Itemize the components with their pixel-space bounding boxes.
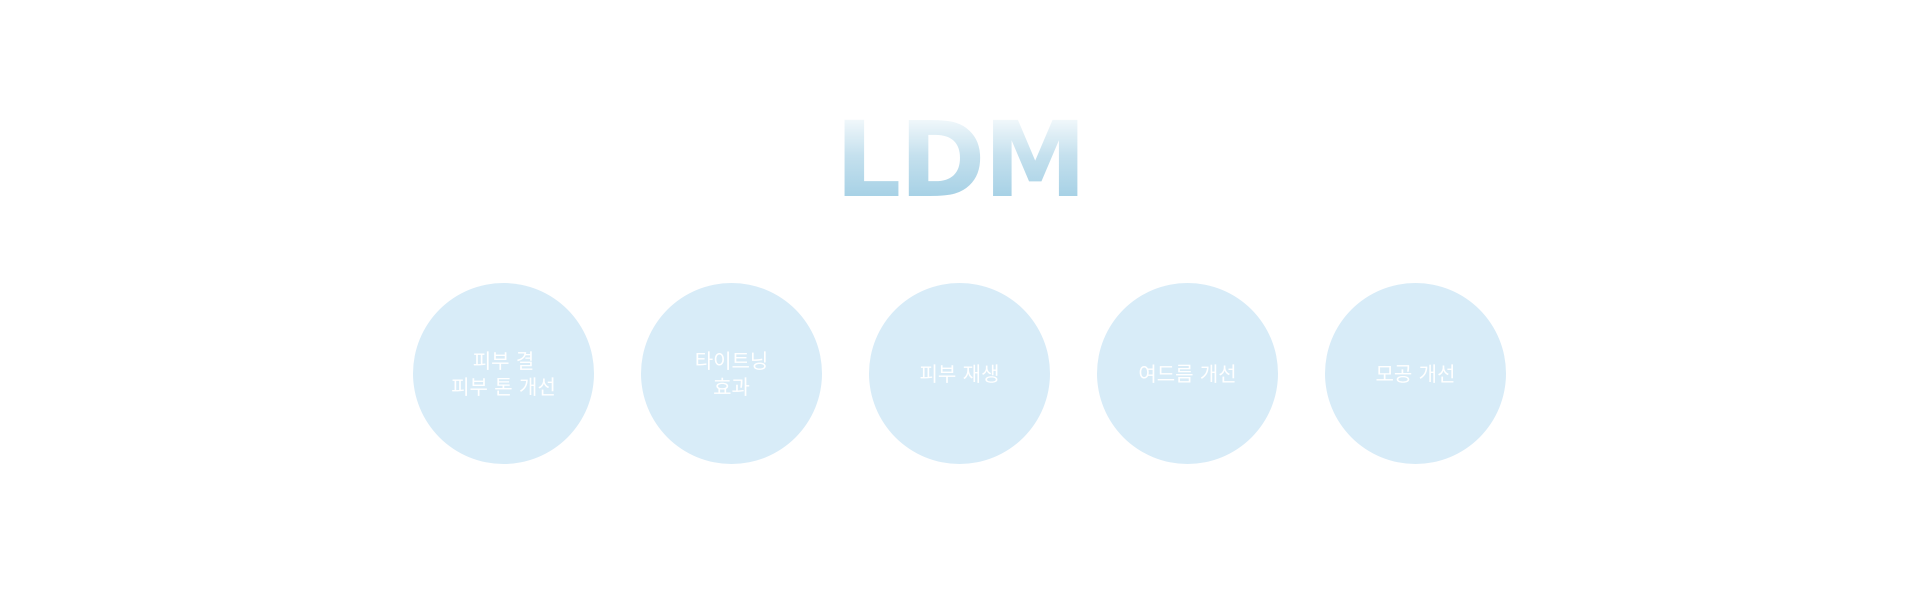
benefit-circle-pores: 모공 개선: [1325, 283, 1506, 464]
benefit-circle-texture-tone: 피부 결 피부 톤 개선: [413, 283, 594, 464]
benefit-label: 여드름 개선: [1138, 361, 1237, 386]
benefit-label: 타이트닝 효과: [694, 348, 769, 399]
benefit-circle-tightening: 타이트닝 효과: [641, 283, 822, 464]
benefit-label: 피부 결 피부 톤 개선: [451, 348, 556, 399]
ldm-logo: LDM: [0, 108, 1920, 212]
benefit-circle-regeneration: 피부 재생: [869, 283, 1050, 464]
benefit-circle-acne: 여드름 개선: [1097, 283, 1278, 464]
benefit-circles: 피부 결 피부 톤 개선 타이트닝 효과 피부 재생 여드름 개선 모공 개선: [413, 283, 1506, 464]
benefit-label: 모공 개선: [1375, 361, 1456, 386]
benefit-label: 피부 재생: [919, 361, 1000, 386]
